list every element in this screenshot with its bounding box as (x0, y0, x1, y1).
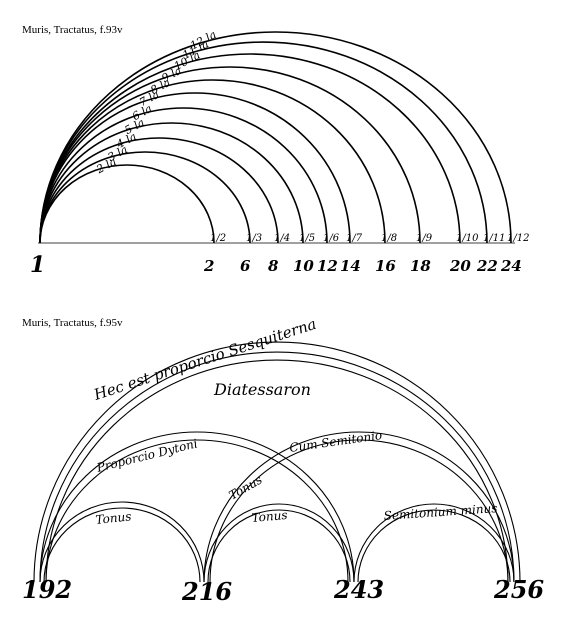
ratio-label-6: 1/6 (323, 233, 340, 244)
end-number-12: 12 (317, 257, 338, 275)
end-number-10: 10 (293, 257, 314, 275)
label-tonus-1: Tonus (95, 509, 132, 527)
arc-11 (39, 41, 488, 244)
end-number-20: 20 (449, 257, 471, 275)
label-tonus-2: Tonus (227, 473, 265, 503)
arc-tone-semitone-inner (209, 439, 509, 583)
ratio-label-5: 1/5 (299, 233, 315, 244)
end-number-18: 18 (410, 257, 431, 275)
end-number-14: 14 (340, 257, 361, 275)
number-192: 192 (22, 575, 72, 604)
arc-7 (39, 92, 351, 244)
arc-6 (39, 107, 328, 244)
ratio-label-8: 1/8 (381, 233, 397, 244)
caption-bottom: Muris, Tractatus, f.95v (22, 317, 123, 329)
arc-3 (39, 151, 251, 244)
arc-9 (39, 66, 421, 244)
label-ditoni: Proporcio Dytoni (94, 436, 199, 475)
ratio-label-2: 1/2 (210, 233, 226, 244)
end-number-2: 2 (203, 257, 214, 275)
ratio-label-7: 1/7 (346, 233, 363, 244)
end-number-24: 24 (500, 257, 522, 275)
arc-12 (39, 31, 512, 244)
arc-diatessaron (39, 351, 515, 583)
arc-sesquiterna (33, 341, 521, 583)
label-diatessaron: Diatessaron (213, 380, 311, 399)
caption-top: Muris, Tractatus, f.93v (22, 24, 123, 36)
ratio-label-4: 1/4 (274, 233, 290, 244)
arc-5 (39, 122, 304, 244)
label-cum-semitonio: Cum Semitonio (288, 428, 383, 455)
ratio-label-12: 1/12 (507, 233, 529, 244)
label-tonus-3: Tonus (251, 508, 288, 525)
arc-ditoni (39, 431, 355, 583)
arc-4 (39, 137, 279, 244)
ratio-label-9: 1/9 (416, 233, 433, 244)
bottom-arc-diagram: Hec est proporcio Sesquiterna Diatessaro… (22, 315, 544, 606)
end-number-6: 6 (240, 257, 251, 275)
ratio-label-11: 1/11 (483, 233, 505, 244)
arc-diatessaron-inner (45, 359, 509, 583)
arc-10 (39, 53, 461, 244)
arc-8 (39, 79, 386, 244)
ratio-label-10: 1/10 (456, 233, 479, 244)
arc-tonus-2 (203, 503, 355, 583)
end-number-22: 22 (476, 257, 498, 275)
ratio-label-3: 1/3 (246, 233, 262, 244)
number-243: 243 (333, 575, 384, 604)
origin-number: 1 (30, 252, 45, 278)
arc-2 (39, 164, 215, 244)
arc-tonus-2-inner (207, 509, 351, 583)
arc-ditoni-inner (45, 439, 349, 583)
arc-tonus-1-inner (43, 507, 201, 583)
end-number-8: 8 (268, 257, 279, 275)
end-number-16: 16 (375, 257, 396, 275)
arc-semitonium-inner (357, 509, 511, 583)
number-216: 216 (181, 577, 232, 606)
number-256: 256 (493, 575, 544, 604)
label-semitonium-minus: Semitonium minus (383, 501, 498, 523)
